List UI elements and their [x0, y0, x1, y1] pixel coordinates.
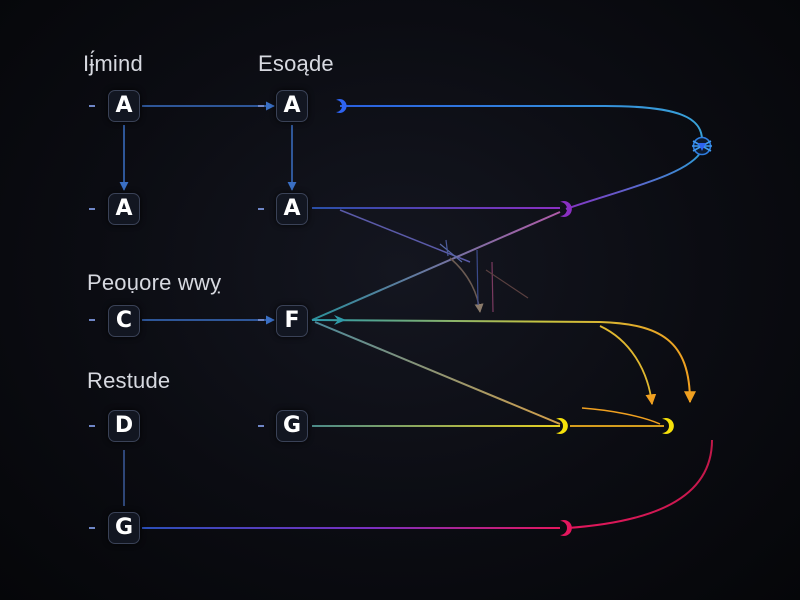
- edge-yellow-arc: [581, 407, 661, 425]
- node-a3[interactable]: A: [108, 193, 140, 225]
- edge-magenta-loop: [567, 439, 713, 529]
- ghost-line-4: [439, 243, 463, 263]
- section-label-3: Restude: [87, 368, 171, 393]
- hub-icon: [692, 136, 712, 156]
- port-yellow-1: [556, 418, 568, 434]
- edge-f-curve: [599, 325, 657, 406]
- node-g2[interactable]: G: [108, 512, 140, 544]
- header-col2: Esoąde: [258, 51, 334, 76]
- ghost-line-5: [445, 239, 449, 257]
- node-a2[interactable]: A: [276, 90, 308, 122]
- edge-f-cross: [314, 321, 561, 425]
- entry-tick-a4: [258, 208, 264, 210]
- ghost-arrow-1: [449, 257, 484, 313]
- edge-loop-back: [565, 149, 703, 210]
- port-magenta: [560, 520, 572, 536]
- node-c[interactable]: C: [108, 305, 140, 337]
- edge-a4-diagonal: [339, 209, 471, 263]
- entry-tick-f: [258, 319, 264, 321]
- node-g1[interactable]: G: [276, 410, 308, 442]
- node-d[interactable]: D: [108, 410, 140, 442]
- node-f[interactable]: F: [276, 305, 308, 337]
- section-label-2: Peoụore wwỵ: [87, 270, 222, 295]
- node-a4[interactable]: A: [276, 193, 308, 225]
- entry-tick-a3: [89, 208, 95, 210]
- edge-f-right: [311, 319, 696, 404]
- ghost-line-3: [485, 269, 529, 299]
- entry-tick-d: [89, 425, 95, 427]
- edge-a2-top-flow: [340, 105, 703, 141]
- entry-tick-c: [89, 319, 95, 321]
- entry-tick-a1: [89, 105, 95, 107]
- header-col1: Iɉ́mind: [83, 51, 143, 76]
- port-yellow-2: [662, 418, 674, 434]
- entry-tick-g1: [258, 425, 264, 427]
- port-purple: [560, 201, 572, 217]
- port-f-small: [334, 315, 346, 325]
- entry-tick-a2: [258, 105, 264, 107]
- edge-f-up: [311, 211, 561, 321]
- node-a1[interactable]: A: [108, 90, 140, 122]
- ghost-line-1: [476, 249, 479, 306]
- ghost-line-2: [491, 261, 494, 313]
- entry-tick-g2: [89, 527, 95, 529]
- port-blue: [336, 98, 347, 113]
